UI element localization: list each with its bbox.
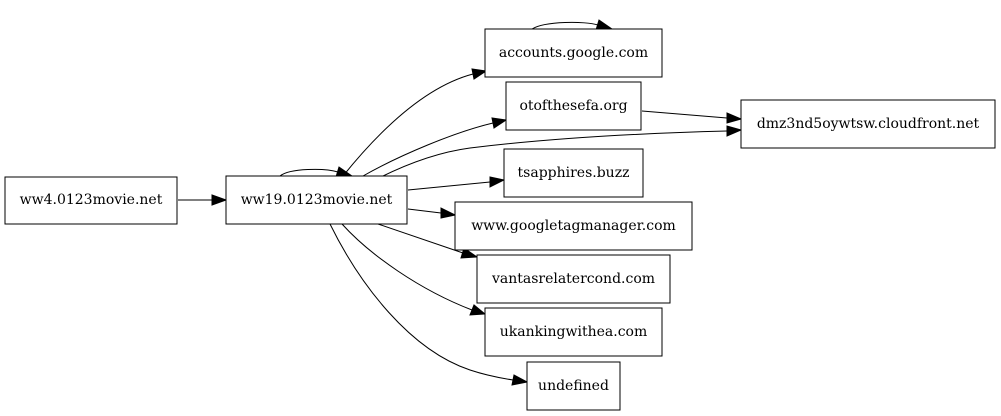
node-ww4: ww4.0123movie.net bbox=[4, 176, 178, 225]
node-accounts: accounts.google.com bbox=[484, 28, 663, 78]
node-ukanking-label: ukankingwithea.com bbox=[500, 324, 648, 340]
edge-ww19-to-tsapphires bbox=[407, 176, 506, 191]
node-tsapphires-label: tsapphires.buzz bbox=[518, 165, 630, 181]
node-undefined-label: undefined bbox=[538, 378, 609, 394]
node-ww4-label: ww4.0123movie.net bbox=[20, 192, 163, 208]
edge-otofthesefa-to-dmz bbox=[641, 110, 743, 124]
edge-ww19-to-undefined bbox=[329, 223, 529, 386]
node-vantas-label: vantasrelatercond.com bbox=[491, 271, 655, 287]
node-tsapphires: tsapphires.buzz bbox=[503, 148, 644, 198]
node-undefined: undefined bbox=[526, 361, 621, 411]
node-dmz: dmz3nd5oywtsw.cloudfront.net bbox=[740, 99, 996, 149]
edge-ww4-to-ww19 bbox=[178, 194, 228, 206]
node-ukanking: ukankingwithea.com bbox=[484, 307, 663, 357]
node-accounts-label: accounts.google.com bbox=[499, 45, 648, 61]
edge-ww19-to-otofthesefa bbox=[362, 117, 508, 177]
node-gtm: www.googletagmanager.com bbox=[454, 201, 693, 251]
edge-ww19-to-dmz bbox=[374, 125, 743, 181]
node-otofthesefa: otofthesefa.org bbox=[505, 81, 642, 131]
node-vantas: vantasrelatercond.com bbox=[476, 254, 671, 304]
node-ww19: ww19.0123movie.net bbox=[225, 175, 408, 225]
edge-ww19-to-accounts bbox=[342, 68, 488, 177]
node-gtm-label: www.googletagmanager.com bbox=[471, 218, 676, 234]
node-dmz-label: dmz3nd5oywtsw.cloudfront.net bbox=[757, 116, 980, 132]
node-ww19-label: ww19.0123movie.net bbox=[241, 192, 393, 208]
edge-ww19-to-gtm bbox=[407, 207, 457, 219]
node-otofthesefa-label: otofthesefa.org bbox=[519, 98, 627, 114]
edge-ww19-to-ukanking bbox=[341, 223, 487, 316]
